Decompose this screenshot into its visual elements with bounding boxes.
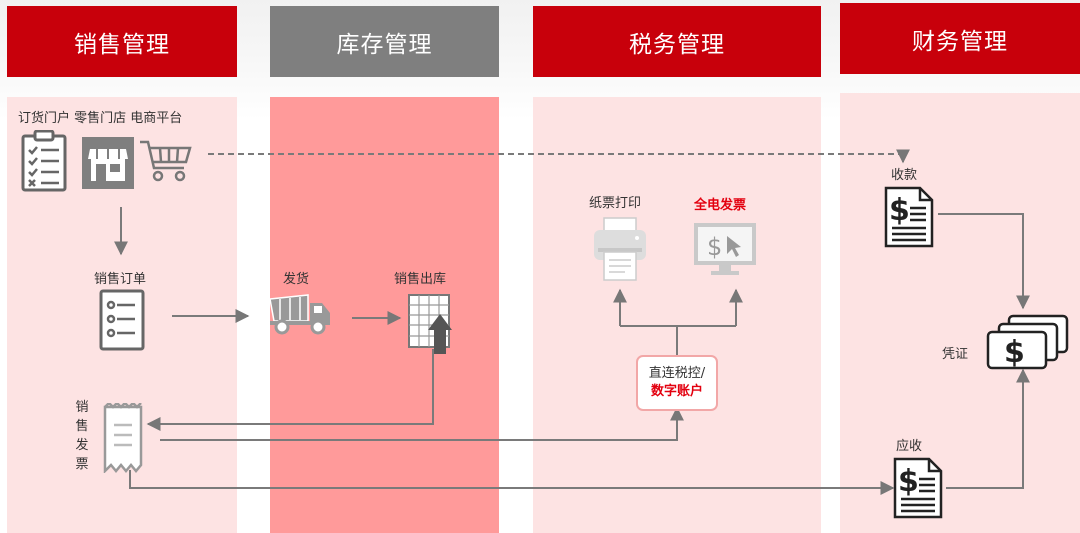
e-invoice-label: 全电发票	[694, 198, 747, 213]
voucher-label: 凭证	[942, 347, 969, 362]
arrow-taxbox-branches	[620, 325, 736, 355]
header-tax: 税务管理	[533, 6, 821, 77]
tax-column	[533, 97, 821, 533]
dump-truck-icon	[269, 294, 330, 335]
sales-invoice-char: 售	[75, 419, 89, 434]
svg-text:$: $	[1004, 335, 1025, 370]
dollar-document-icon: $	[893, 457, 943, 519]
dollar-bills-icon: $	[986, 314, 1069, 370]
order-list-icon	[99, 289, 145, 351]
sales-invoice-char: 销	[75, 400, 89, 415]
printer-icon	[594, 217, 646, 281]
arrow-outbound-to-invoice	[146, 349, 434, 431]
ship-label: 发货	[283, 272, 310, 287]
sales-invoice-char: 票	[75, 457, 89, 472]
sales-channels-label: 订货门户 零售门店 电商平台	[18, 111, 183, 126]
receivable-label: 应收	[896, 439, 923, 454]
warehouse-outbound-icon	[408, 294, 452, 354]
direct-tax-line2: 数字账户	[650, 384, 703, 399]
dollar-document-icon: $	[884, 186, 934, 248]
sales-invoice-char: 发	[75, 438, 89, 453]
header-inventory: 库存管理	[270, 6, 499, 77]
header-sales: 销售管理	[7, 6, 237, 77]
monitor-dollar-icon: $	[694, 223, 756, 275]
direct-tax-line1: 直连税控/	[648, 366, 706, 381]
finance-column	[840, 93, 1080, 533]
sales-invoice-label: 销 售 发 票	[74, 398, 90, 474]
direct-tax-box: 直连税控/ 数字账户	[636, 355, 718, 411]
paper-print-label: 纸票打印	[589, 196, 642, 211]
svg-text:$: $	[707, 233, 722, 261]
arrow-channels-to-receipt	[208, 149, 910, 164]
receipt-label: 收款	[891, 168, 918, 183]
svg-text:$: $	[898, 464, 919, 499]
store-icon	[82, 137, 134, 189]
sales-order-label: 销售订单	[94, 272, 147, 287]
shopping-cart-icon	[140, 140, 192, 182]
arrow-invoice-to-taxbox	[160, 406, 684, 441]
header-finance: 财务管理	[840, 3, 1080, 74]
arrow-invoice-to-receivable	[129, 470, 895, 495]
receipt-icon	[103, 403, 143, 473]
svg-text:$: $	[889, 193, 910, 228]
arrow-receivable-to-voucher	[946, 368, 1030, 489]
outbound-label: 销售出库	[394, 272, 447, 287]
arrow-receipt-to-voucher	[938, 213, 1030, 310]
clipboard-checklist-icon	[21, 130, 67, 192]
